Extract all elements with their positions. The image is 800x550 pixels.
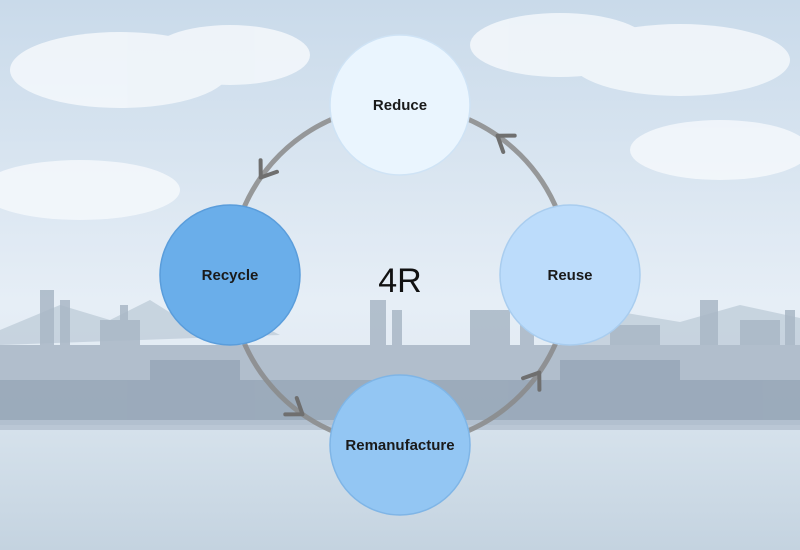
center-title: 4R <box>378 262 421 300</box>
node-circle-recycle <box>159 204 301 346</box>
cycle-arrow-recycle-to-remanufacture <box>283 396 305 417</box>
node-circle-reuse <box>499 204 641 346</box>
cycle-arrow-reuse-to-reduce <box>495 133 517 154</box>
node-label-reuse: Reuse <box>547 267 592 284</box>
node-label-reduce: Reduce <box>373 97 427 114</box>
node-circle-remanufacture <box>329 374 471 516</box>
clouds <box>0 13 800 220</box>
cycle-arrow-reduce-to-recycle <box>258 158 279 180</box>
node-label-recycle: Recycle <box>202 267 259 284</box>
node-reuse: Reuse <box>499 204 641 346</box>
node-remanufacture: Remanufacture <box>329 374 471 516</box>
cycle-arrow-remanufacture-to-reuse <box>521 370 542 392</box>
node-circle-reduce <box>329 34 471 176</box>
node-reduce: Reduce <box>329 34 471 176</box>
node-label-remanufacture: Remanufacture <box>345 437 454 454</box>
node-recycle: Recycle <box>159 204 301 346</box>
